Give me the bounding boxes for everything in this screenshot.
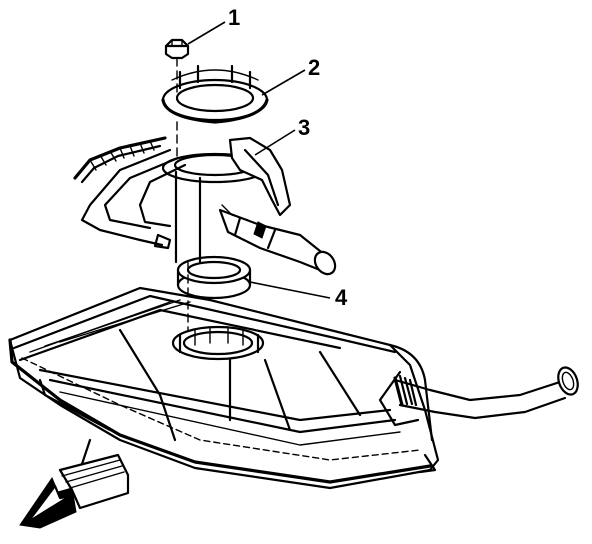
assembly-axis — [176, 57, 189, 331]
leader-line-3 — [254, 129, 296, 156]
fuel-pump-module — [73, 136, 337, 276]
fuel-tank — [8, 286, 440, 490]
callout-2: 2 — [308, 55, 320, 80]
leader-line-1 — [187, 21, 226, 45]
callout-1: 1 — [228, 5, 240, 30]
seal-ring — [176, 255, 252, 300]
front-direction-arrow-icon — [19, 453, 130, 529]
tank-opening — [171, 325, 265, 361]
nut — [164, 38, 190, 60]
filler-neck-hose — [393, 366, 579, 420]
callout-4: 4 — [335, 285, 348, 310]
callout-3: 3 — [298, 115, 310, 140]
lock-ring — [161, 64, 269, 124]
leader-line-4 — [249, 281, 331, 299]
leader-line-2 — [261, 69, 306, 96]
